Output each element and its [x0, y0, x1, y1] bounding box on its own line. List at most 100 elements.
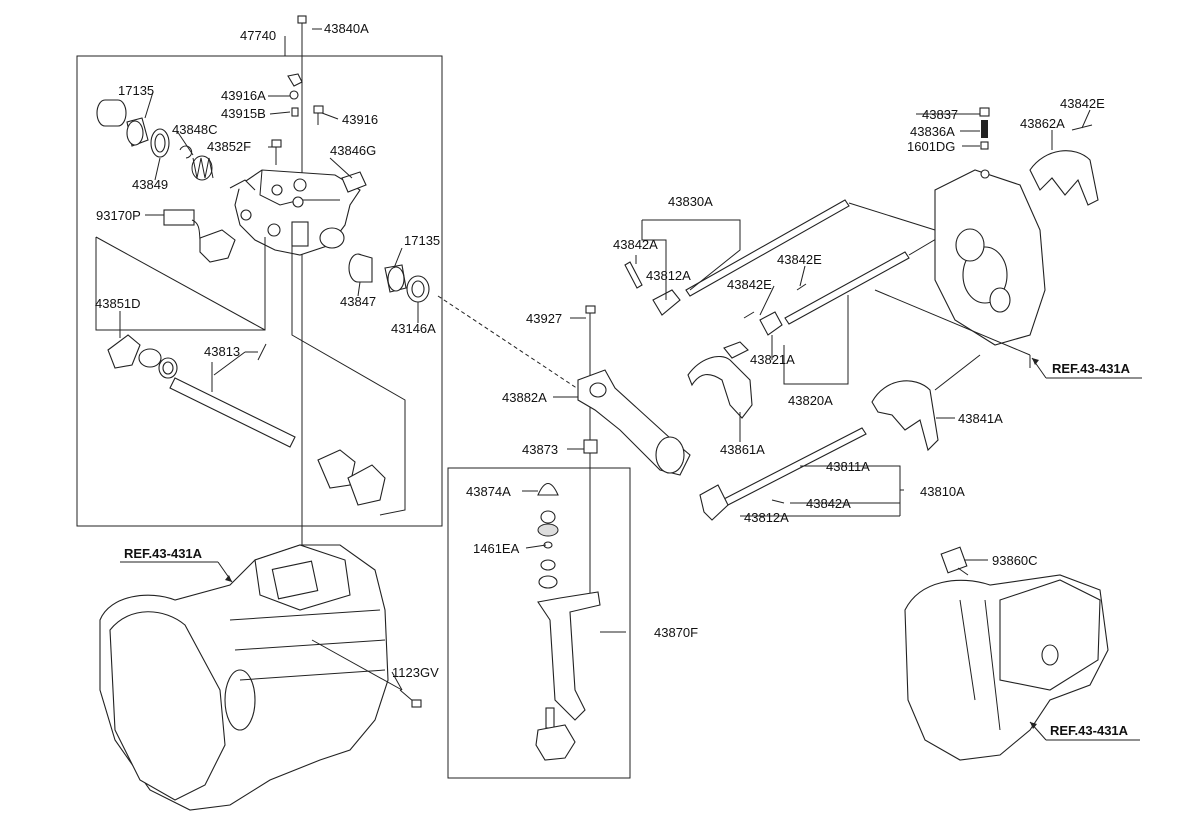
fork-43861A [687, 341, 753, 419]
guide-line-b [291, 237, 406, 516]
label-43842E-1: 43842E [777, 252, 822, 267]
pin-43842A-top [624, 261, 643, 289]
lug-43812A-bot [699, 484, 729, 521]
label-43882A: 43882A [502, 390, 547, 405]
rail-43820A [784, 251, 910, 325]
label-1123GV: 1123GV [392, 665, 439, 680]
label-43842A-bot: 43842A [806, 496, 851, 511]
ref-callout-left [120, 561, 233, 583]
label-43811A: 43811A [826, 459, 870, 474]
guide-line-c [95, 236, 266, 331]
label-43840A: 43840A [324, 21, 369, 36]
label-43916: 43916 [342, 112, 378, 127]
assembly-frame-47740 [76, 55, 443, 527]
bushing-17135-b [384, 264, 407, 293]
label-43847: 43847 [340, 294, 376, 309]
label-17135-top: 17135 [118, 83, 154, 98]
label-43862A: 43862A [1020, 116, 1065, 131]
transmission-case-left [99, 544, 389, 811]
rail-43830A [685, 199, 850, 297]
ref-callout-right-top [1031, 357, 1142, 379]
cap-17135 [96, 99, 127, 127]
spring-43836A [981, 120, 988, 138]
extension-housing [904, 574, 1109, 761]
fork-43841A [871, 380, 939, 452]
bolt-43916 [313, 105, 324, 125]
bushing-43847 [348, 253, 373, 283]
bolt-43840A [297, 15, 307, 45]
ref-label-right-top[interactable]: REF.43-431A [1052, 361, 1131, 376]
lever-43882A [577, 369, 691, 476]
clip-43848C [179, 145, 193, 159]
arm-43870F [535, 591, 601, 761]
pin-43842E-b [743, 311, 755, 319]
label-43861A: 43861A [720, 442, 765, 457]
plug-43846G [341, 171, 367, 193]
bushing-43873 [583, 439, 598, 454]
spring-43848C [191, 155, 214, 181]
ring-43146A [406, 275, 430, 303]
leader-lines [119, 28, 1091, 691]
lug-43821A [759, 311, 783, 336]
bushing-17135 [126, 117, 149, 147]
ref-callout-right-bot [1029, 721, 1140, 741]
label-43841A: 43841A [958, 411, 1003, 426]
label-1601DG: 1601DG [907, 139, 955, 154]
guide-line-right-housing [874, 289, 1031, 356]
label-43820A: 43820A [788, 393, 833, 408]
label-43874A: 43874A [466, 484, 511, 499]
label-43870F: 43870F [654, 625, 698, 640]
shaft-43813 [169, 343, 296, 448]
ball-1601DG [980, 141, 989, 150]
seal-43849 [150, 128, 170, 158]
lever-43851D [107, 334, 178, 379]
control-housing [229, 169, 361, 256]
label-43873: 43873 [522, 442, 558, 457]
switch-93170P [163, 209, 236, 263]
label-43146A: 43146A [391, 321, 436, 336]
label-43916A: 43916A [221, 88, 266, 103]
label-43836A: 43836A [910, 124, 955, 139]
label-43842E-2: 43842E [727, 277, 772, 292]
label-93170P: 93170P [96, 208, 141, 223]
cap-43916A [287, 73, 303, 100]
label-43837: 43837 [922, 107, 958, 122]
label-1461EA: 1461EA [473, 541, 520, 556]
ref-label-left[interactable]: REF.43-431A [124, 546, 203, 561]
front-cover-housing [934, 169, 1046, 346]
label-43813: 43813 [204, 344, 240, 359]
label-43915B: 43915B [221, 106, 266, 121]
label-43842E-top: 43842E [1060, 96, 1105, 111]
bolt-43927 [585, 305, 596, 328]
bolt-43837 [979, 107, 990, 117]
label-43848C: 43848C [172, 122, 218, 137]
pin-43842A-bot [771, 499, 785, 504]
label-43851D: 43851D [95, 296, 141, 311]
label-43810A: 43810A [920, 484, 965, 499]
pin-43842E-a [796, 283, 807, 291]
label-43830A: 43830A [668, 194, 713, 209]
label-43849: 43849 [132, 177, 168, 192]
rail-43830A-extension [848, 202, 936, 231]
bolt-1123GV [399, 689, 422, 708]
lever-43813-end [317, 449, 386, 506]
label-43846G: 43846G [330, 143, 376, 158]
guide-line-a [95, 237, 266, 331]
label-43842A-top: 43842A [613, 237, 658, 252]
pin-43915B [291, 107, 299, 117]
sensor-93860C [940, 546, 969, 576]
label-43821A: 43821A [750, 352, 795, 367]
label-47740: 47740 [240, 28, 276, 43]
label-43852F: 43852F [207, 139, 251, 154]
assembly-frame-43870F [447, 467, 631, 779]
ref-label-right-bot[interactable]: REF.43-431A [1050, 723, 1129, 738]
boot-43874A [537, 482, 559, 589]
label-93860C: 93860C [992, 553, 1038, 568]
leader-1123GV-to-case [311, 639, 403, 691]
label-43927: 43927 [526, 311, 562, 326]
label-43812A-top: 43812A [646, 268, 691, 283]
rail-43841A-guide [934, 354, 981, 391]
fork-43862A [1029, 124, 1099, 206]
